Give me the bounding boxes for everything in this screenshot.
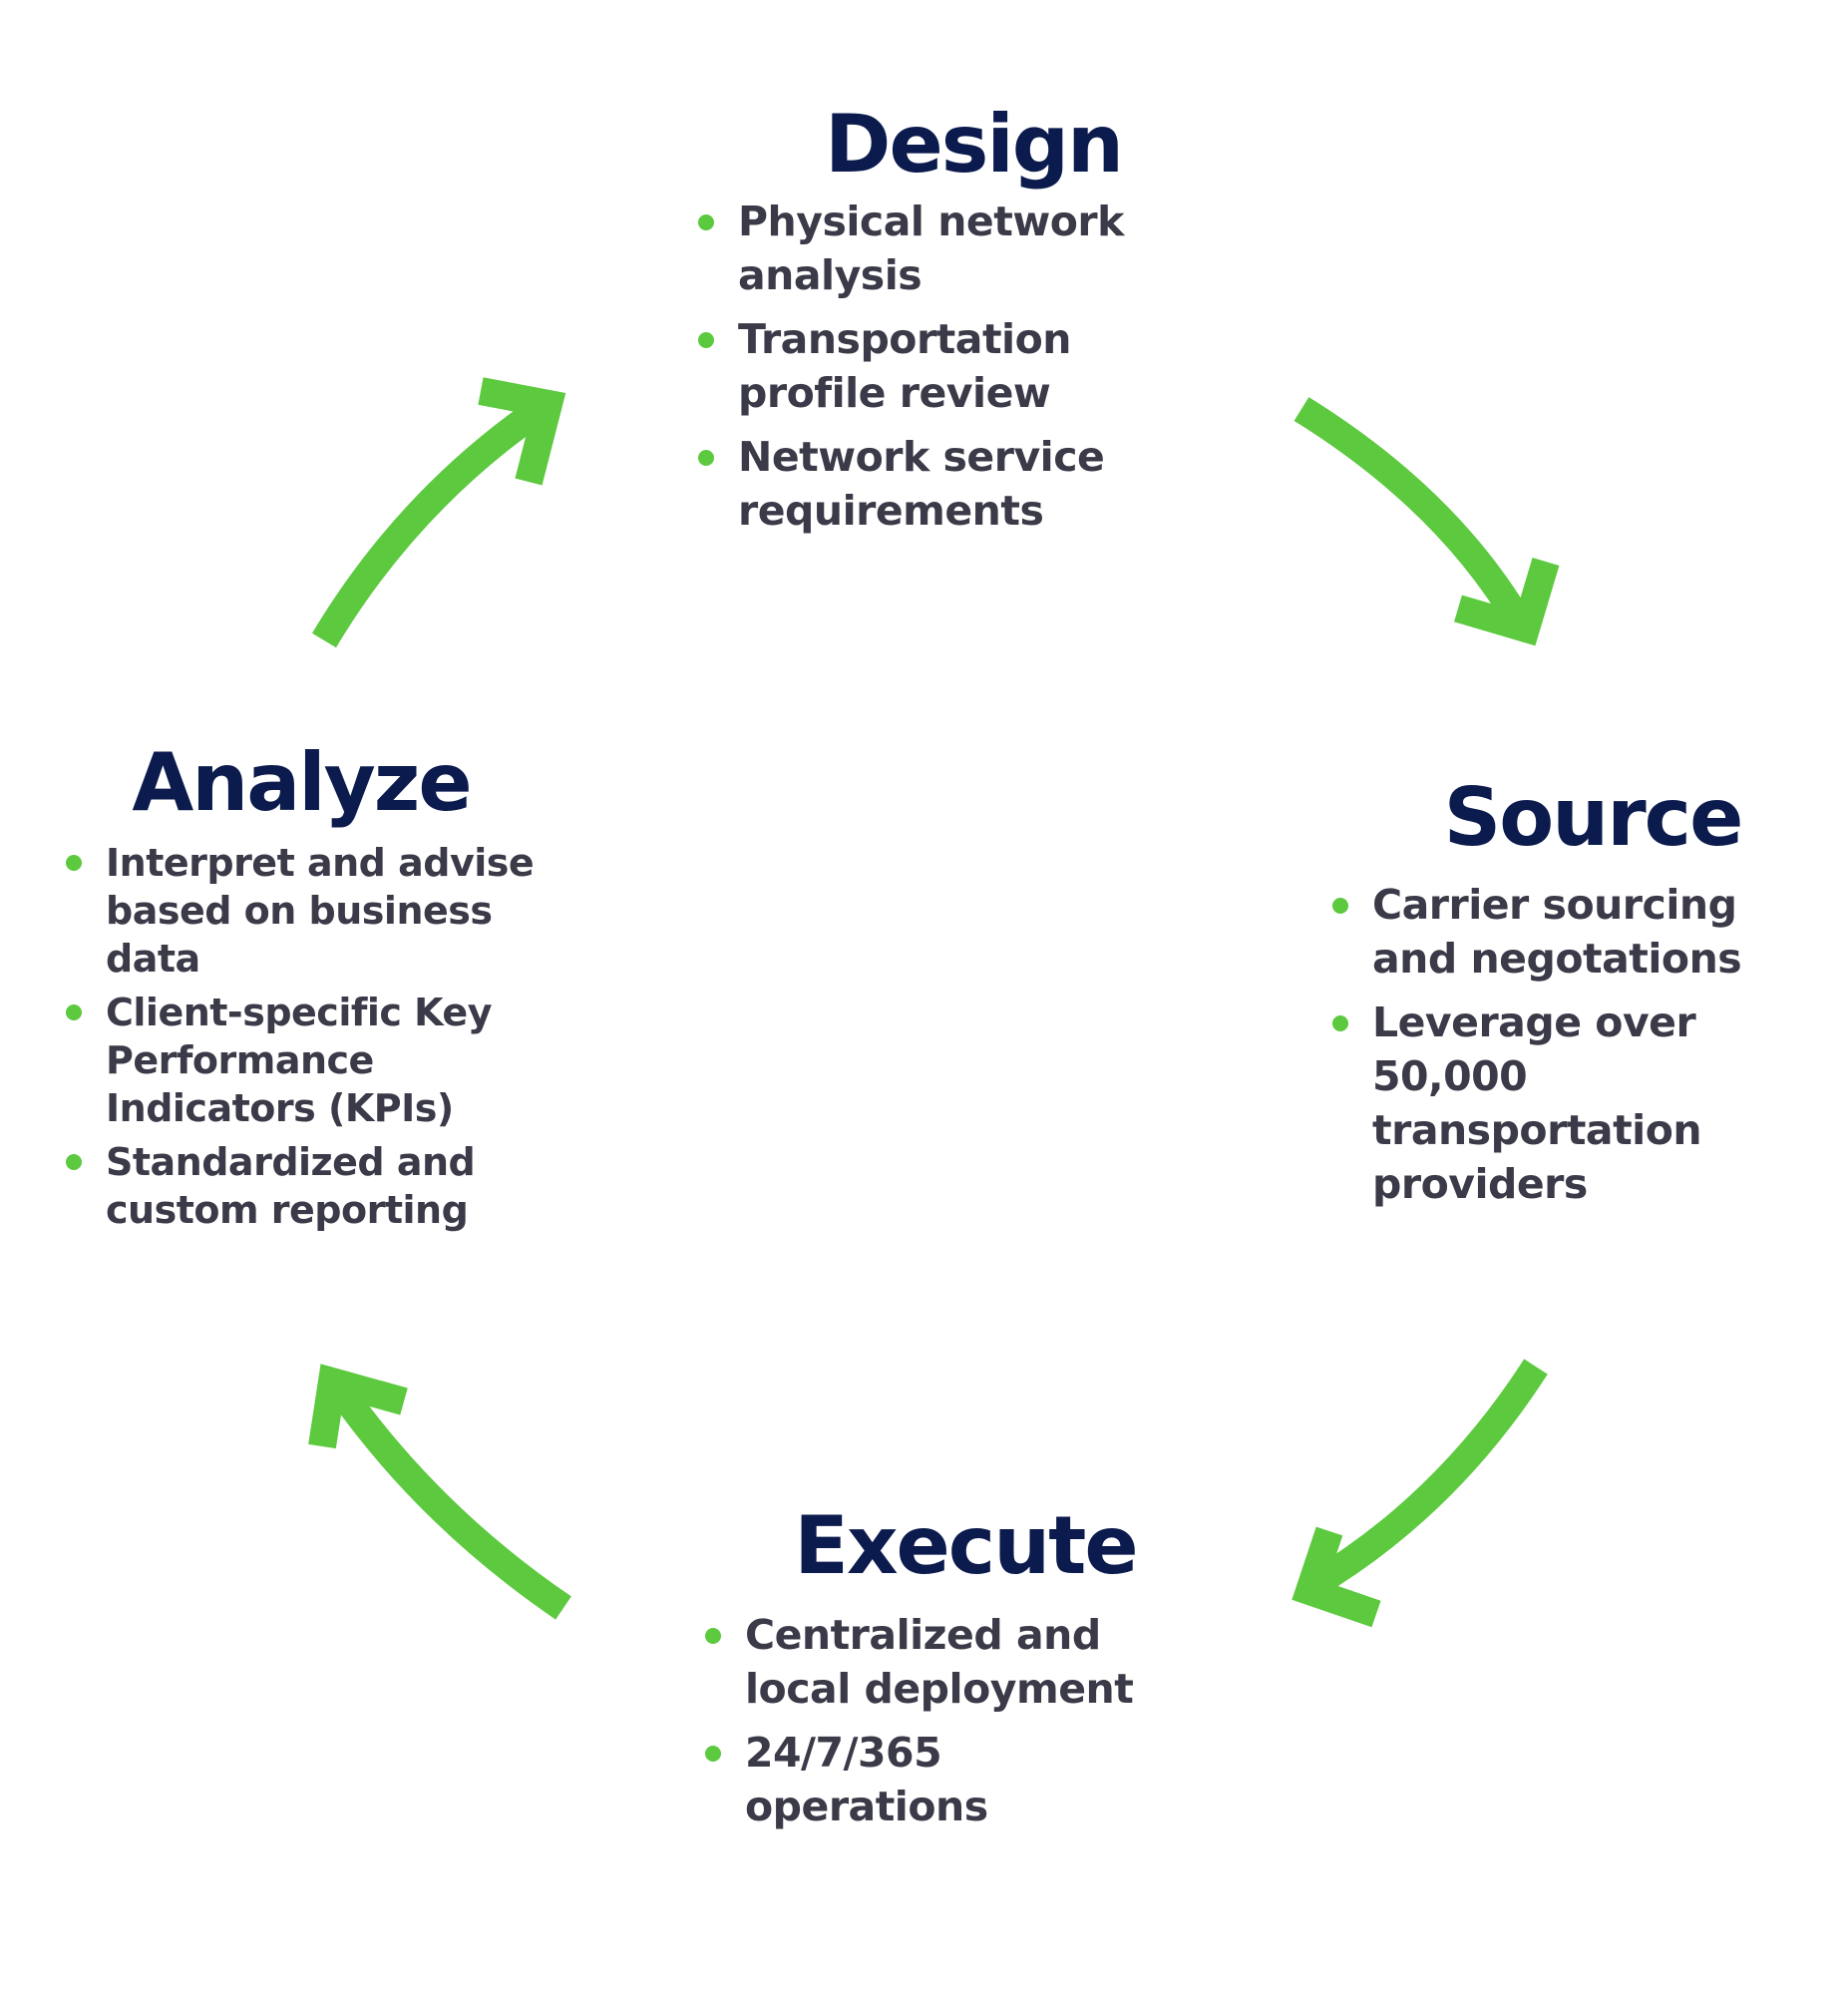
bullet-line: Physical network [738,198,1124,245]
bullet-line: Performance [106,1038,374,1082]
bullet-item: Interpret and advise based on business d… [62,839,580,983]
arrow-analyze-to-design-head [478,377,566,486]
bullet-item: Centralized and local deployment [701,1608,1220,1716]
phase-execute: Execute Centralized and local deployment… [701,1506,1220,1833]
bullet-item: Leverage over 50,000 transportation prov… [1328,996,1827,1211]
arrow-design-to-source [1294,397,1560,646]
bullet-line: and negotations [1372,935,1742,983]
arrow-execute-to-analyze [308,1364,571,1620]
bullet-dot-icon [705,1628,721,1644]
bullet-line: Centralized and [745,1611,1101,1659]
bullet-line: Leverage over [1372,998,1696,1046]
arrow-execute-to-analyze-head [308,1364,408,1449]
arrow-source-to-execute [1292,1359,1548,1628]
bullet-line: requirements [738,487,1044,535]
phase-title: Source [1443,771,1744,864]
bullet-line: Client-specific Key [106,991,492,1034]
bullet-line: Network service [738,433,1105,481]
bullet-line: profile review [738,369,1051,417]
bullet-item: Network service requirements [694,430,1213,538]
bullet-dot-icon [698,214,714,230]
bullet-item: Carrier sourcing and negotations [1328,878,1827,986]
bullet-line: Indicators (KPIs) [106,1086,454,1130]
bullet-dot-icon [66,855,82,871]
bullet-line: local deployment [745,1665,1134,1713]
bullet-line: 50,000 [1372,1052,1528,1100]
arrow-analyze-to-design [311,377,566,648]
arrow-source-to-execute-shaft [1303,1359,1548,1599]
phase-source: Source Carrier sourcing and negotations … [1328,778,1827,1211]
bullet-line: analysis [738,251,923,299]
bullet-item: Client-specific Key Performance Indicato… [62,989,580,1132]
bullet-dot-icon [1332,1015,1348,1031]
bullet-line: Carrier sourcing [1372,881,1737,929]
bullet-line: providers [1372,1160,1588,1208]
bullet-item: Physical network analysis [694,195,1213,302]
bullet-dot-icon [698,450,714,466]
bullet-dot-icon [705,1746,721,1762]
phase-title: Analyze [132,736,472,829]
phase-bullets: Interpret and advise based on business d… [62,839,580,1234]
arrow-analyze-to-design-shaft [311,395,552,648]
bullet-line: Interpret and advise [106,841,535,885]
phase-analyze: Analyze Interpret and advise based on bu… [62,743,580,1234]
arrow-source-to-execute-head [1292,1526,1381,1628]
bullet-dot-icon [66,1154,82,1170]
bullet-item: Transportation profile review [694,312,1213,420]
bullet-line: custom reporting [106,1188,469,1232]
bullet-line: Standardized and [106,1140,476,1184]
bullet-dot-icon [66,1004,82,1020]
bullet-dot-icon [1332,898,1348,914]
bullet-line: transportation [1372,1106,1702,1154]
arrow-design-to-source-head [1454,557,1560,646]
bullet-line: Transportation [738,315,1071,363]
bullet-line: operations [745,1783,988,1830]
bullet-line: data [106,937,200,981]
bullet-line: 24/7/365 [745,1729,942,1777]
arrow-execute-to-analyze-shaft [327,1380,571,1620]
bullet-item: 24/7/365 operations [701,1726,1220,1833]
arrow-design-to-source-shaft [1294,397,1532,629]
phase-title: Execute [794,1499,1138,1592]
phase-bullets: Physical network analysis Transportation… [694,195,1213,538]
phase-design: Design Physical network analysis Transpo… [694,105,1213,538]
phase-bullets: Carrier sourcing and negotations Leverag… [1328,878,1827,1211]
bullet-line: based on business [106,889,493,933]
bullet-dot-icon [698,332,714,348]
phase-title: Design [825,98,1124,191]
phase-bullets: Centralized and local deployment 24/7/36… [701,1608,1220,1833]
bullet-item: Standardized and custom reporting [62,1138,580,1234]
